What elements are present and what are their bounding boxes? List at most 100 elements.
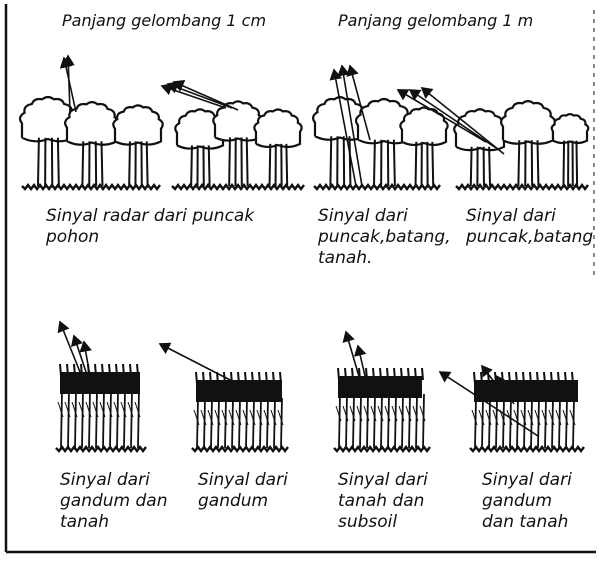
wheat-field-3 xyxy=(334,368,430,451)
header-1cm: Panjang gelombang 1 cm xyxy=(62,10,266,31)
ground-line xyxy=(470,447,584,451)
wheat-awn xyxy=(259,372,260,384)
wheat-stalk xyxy=(68,390,69,448)
wheat-awn xyxy=(238,372,239,384)
tree-trunk xyxy=(82,141,83,186)
wheat-stalk xyxy=(103,390,104,448)
wheat-awn xyxy=(544,372,545,384)
tree-trunk xyxy=(191,145,192,186)
wheat-awn xyxy=(210,372,211,384)
tree-trunk xyxy=(374,140,375,186)
tree-crown xyxy=(552,114,589,143)
tree-trunk xyxy=(229,137,230,186)
wheat-awn xyxy=(196,372,197,384)
wheat-awn xyxy=(509,372,510,384)
tree-crown xyxy=(501,101,555,144)
wheat-awn xyxy=(474,372,475,384)
caption-wheat: Sinyal dari gandum xyxy=(198,470,288,512)
signal-arrow xyxy=(68,56,70,112)
tree-trunk xyxy=(58,138,59,186)
wheat-stalk xyxy=(117,390,118,448)
wheat-stalk xyxy=(353,394,354,448)
wheat-awn xyxy=(551,372,552,384)
tree-trunk xyxy=(247,137,248,186)
wheat-stalk xyxy=(75,390,76,448)
wheat-stalk xyxy=(374,394,375,448)
wheat-awn xyxy=(481,372,482,384)
tree-crown xyxy=(454,109,506,150)
wheat-awn xyxy=(408,368,409,380)
wheat-field-4 xyxy=(470,372,584,451)
caption-wheat-and-ground-2: Sinyal dari gandum dan tanah xyxy=(482,470,572,533)
tree-crown xyxy=(65,102,119,145)
tree-trunk xyxy=(576,141,577,186)
tree-trunk xyxy=(38,138,39,186)
wheat-awn xyxy=(338,368,339,380)
wheat-awn xyxy=(67,364,68,376)
wheat-awn xyxy=(502,372,503,384)
wheat-awn xyxy=(81,364,82,376)
tree-trunk xyxy=(129,141,130,186)
wheat-stalk xyxy=(423,394,424,448)
wheat-stalk xyxy=(360,394,361,448)
wheat-stalk xyxy=(367,394,368,448)
wheat-stalk xyxy=(388,394,389,448)
tree-trunk xyxy=(471,147,472,186)
wheat-awn xyxy=(422,368,423,380)
wheat-awn xyxy=(280,372,281,384)
wheat-awn xyxy=(523,372,524,384)
tree-trunk xyxy=(147,141,148,186)
tree-crown xyxy=(113,105,162,144)
wheat-awn xyxy=(565,372,566,384)
tree-trunk xyxy=(416,142,417,186)
wheat-awn xyxy=(266,372,267,384)
caption-ground-subsoil: Sinyal dari tanah dan subsoil xyxy=(338,470,428,533)
tree-crown xyxy=(254,110,301,147)
wheat-awn xyxy=(74,364,75,376)
tree-crown xyxy=(400,108,447,145)
tree-trunk xyxy=(102,141,103,186)
wheat-awn xyxy=(558,372,559,384)
wheat-awn xyxy=(380,368,381,380)
header-1m: Panjang gelombang 1 m xyxy=(338,10,533,31)
tree-trunk xyxy=(394,140,395,186)
wheat-awn xyxy=(231,372,232,384)
wheat-awn xyxy=(109,364,110,376)
signal-arrow xyxy=(174,82,238,110)
wheat-stalk xyxy=(138,390,139,448)
ground-line xyxy=(22,185,160,189)
wheat-awn xyxy=(387,368,388,380)
wheat-stalk xyxy=(124,390,125,448)
wheat-awn xyxy=(102,364,103,376)
caption-trees-crown-trunk-ground: Sinyal dari puncak,batang, tanah. xyxy=(318,206,451,269)
wheat-stalk xyxy=(339,394,340,448)
wheat-awn xyxy=(537,372,538,384)
wheat-stalk xyxy=(89,390,90,448)
tree-group-1cm-top xyxy=(20,97,304,189)
wheat-awn xyxy=(95,364,96,376)
wheat-stalk xyxy=(131,390,132,448)
tree-trunk xyxy=(270,144,271,186)
wheat-awn xyxy=(345,368,346,380)
wheat-awn xyxy=(394,368,395,380)
tree-trunk xyxy=(489,147,490,186)
wheat-awn xyxy=(516,372,517,384)
wheat-stalk xyxy=(409,394,410,448)
tree-trunk xyxy=(518,140,519,186)
wheat-awn xyxy=(123,364,124,376)
wheat-stalk xyxy=(82,390,83,448)
wheat-awn xyxy=(273,372,274,384)
ground-line xyxy=(314,185,440,189)
caption-trees-crown-trunk: Sinyal dari puncak,batang xyxy=(466,206,593,248)
wheat-awn xyxy=(203,372,204,384)
signal-arrow xyxy=(74,336,86,372)
wheat-stalk xyxy=(395,394,396,448)
tree-trunk xyxy=(330,136,331,186)
wheat-stalk xyxy=(416,394,417,448)
tree-trunk xyxy=(563,141,564,186)
wheat-heads xyxy=(60,372,140,394)
wheat-stalk xyxy=(346,394,347,448)
wheat-awn xyxy=(401,368,402,380)
wheat-awn xyxy=(137,364,138,376)
